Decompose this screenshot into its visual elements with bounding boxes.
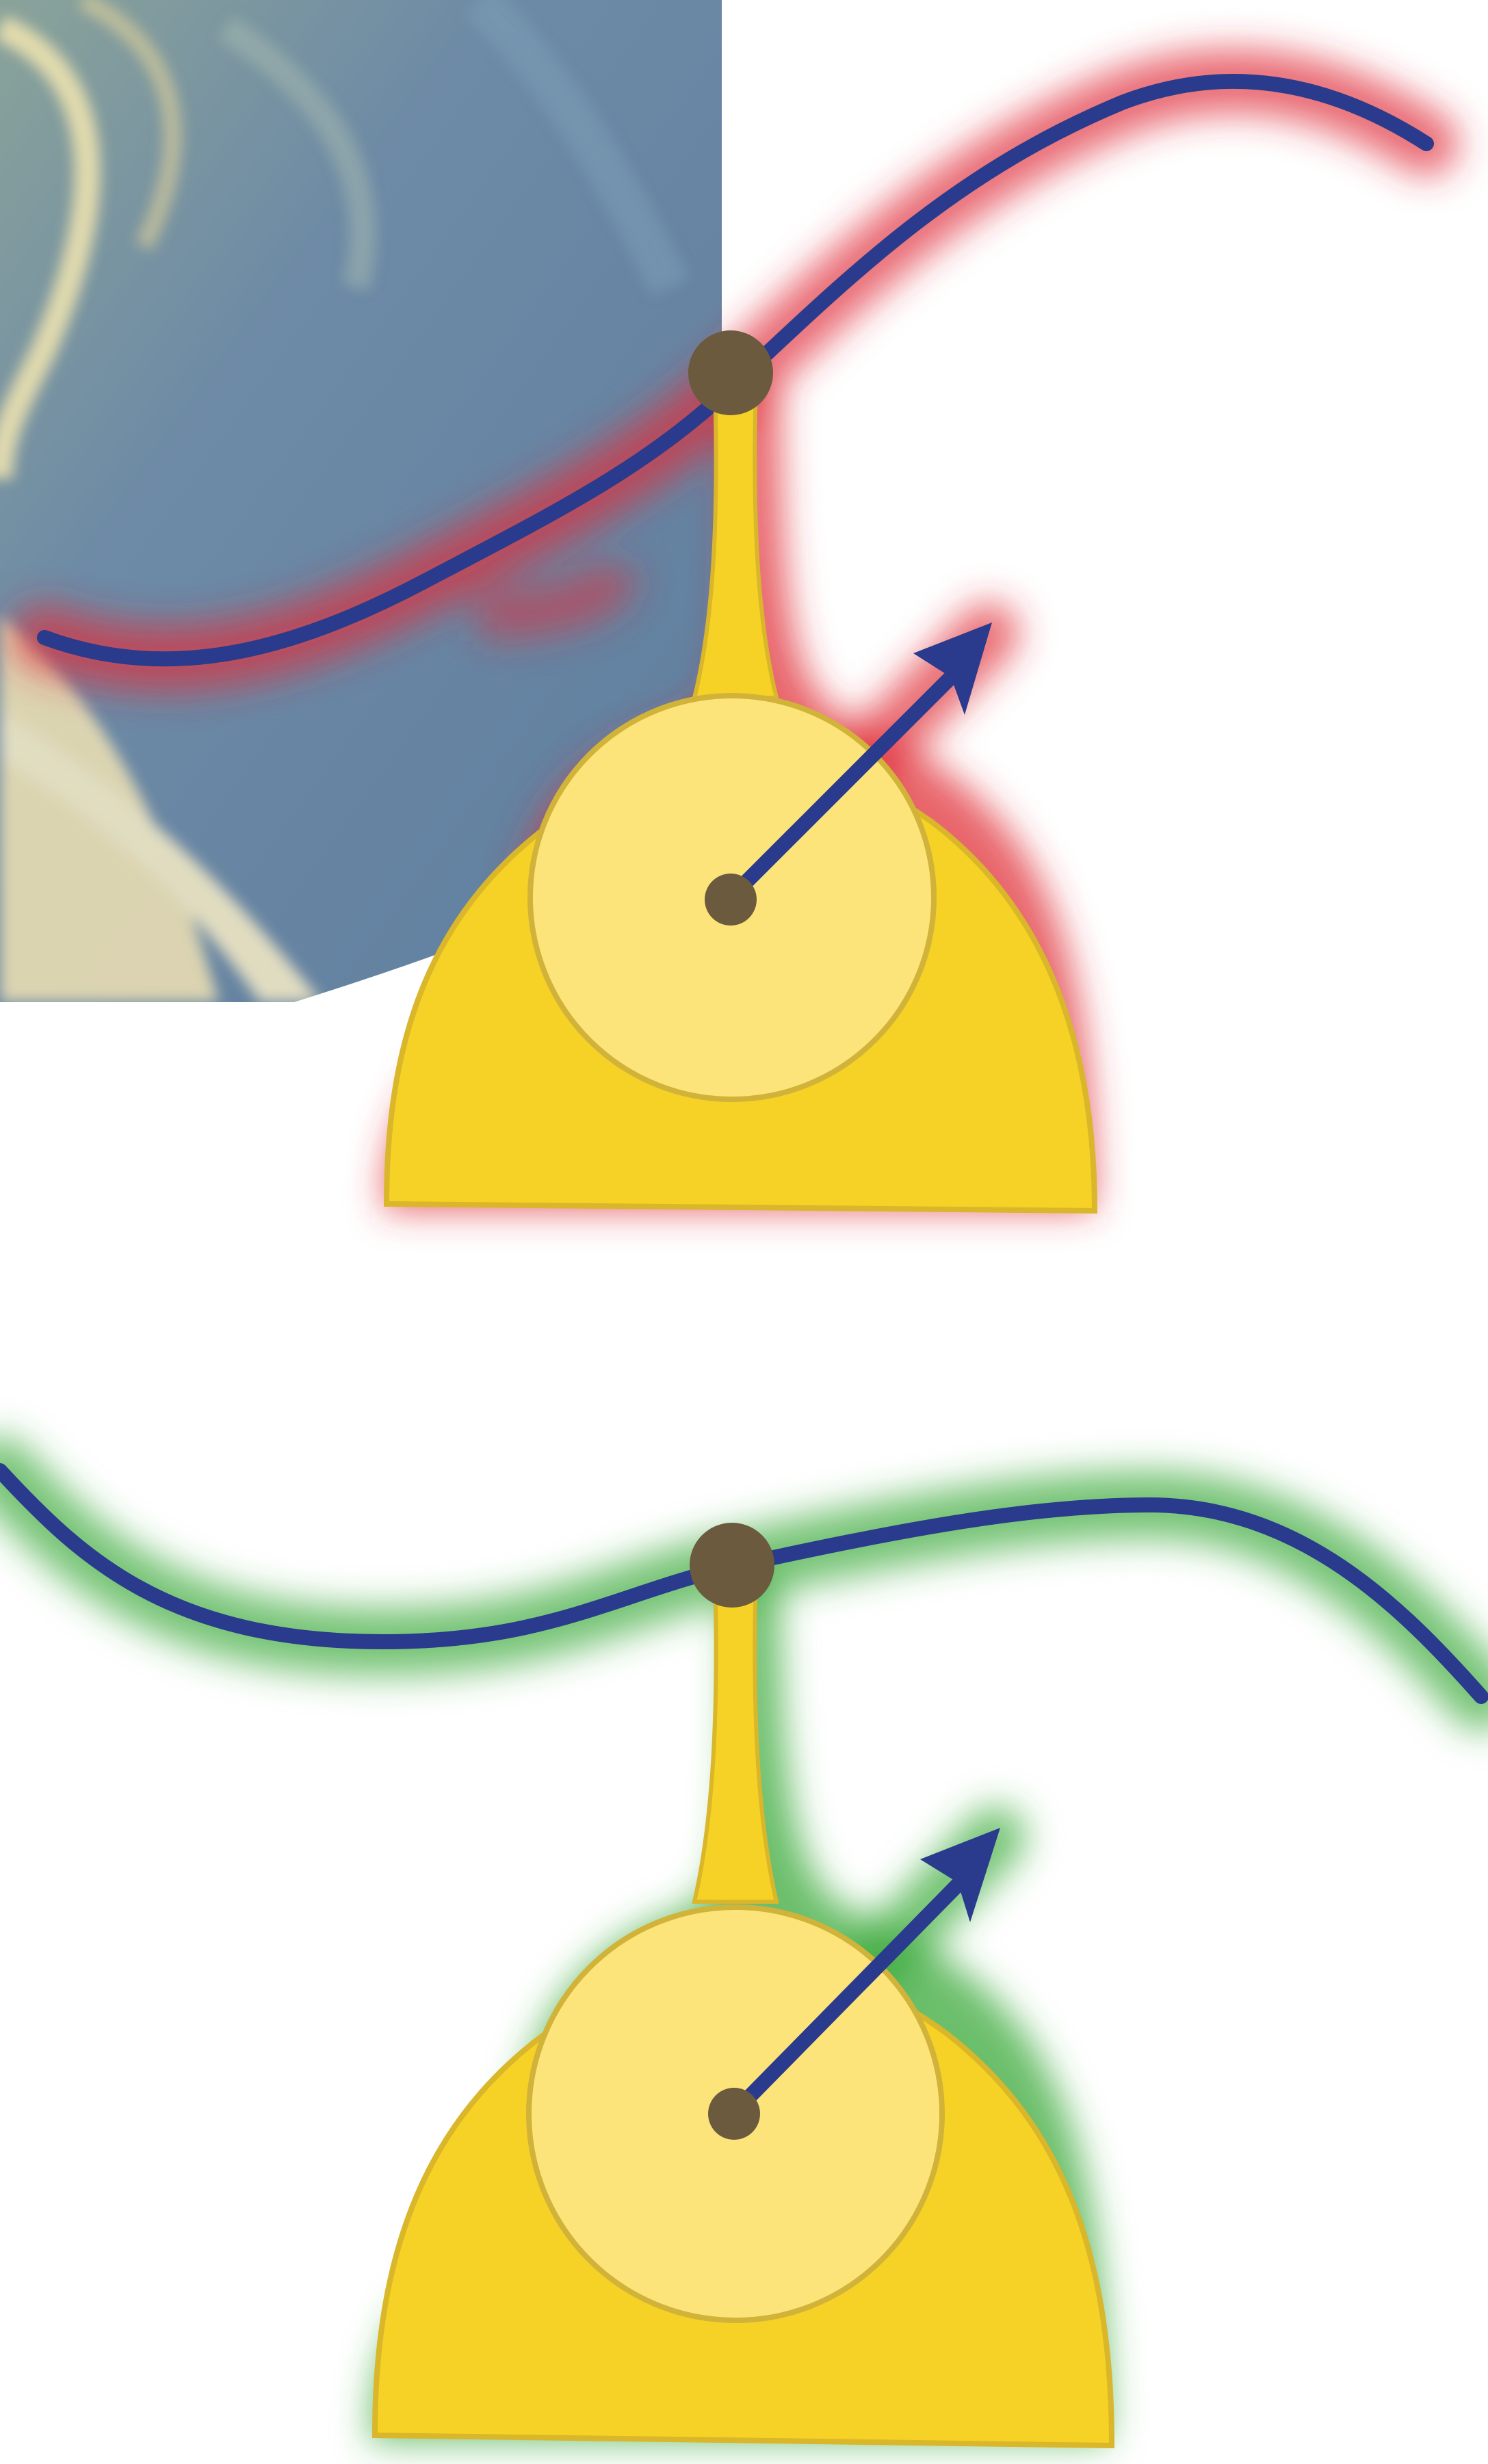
pivot-dot (708, 2088, 760, 2140)
bottom-panel (0, 1471, 1481, 2446)
anchor-dot (688, 330, 773, 415)
anchor-dot (690, 1523, 774, 1608)
pivot-dot (705, 874, 757, 926)
